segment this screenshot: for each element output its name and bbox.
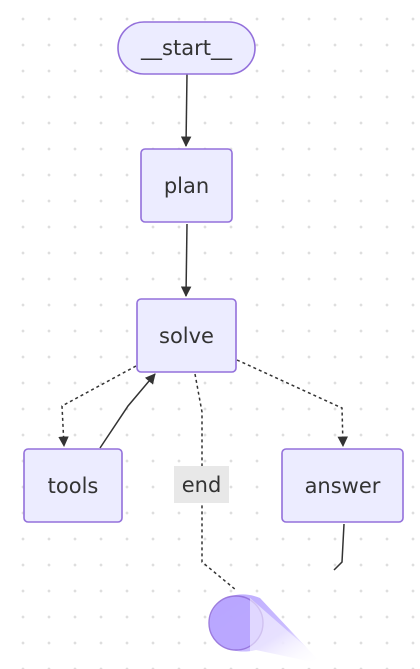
edges [58,73,348,591]
node-plan-label: plan [164,174,209,198]
edge-answer-end [333,523,345,571]
node-solve[interactable]: solve [136,298,237,373]
edge-solve-tools [58,365,137,448]
edge-start-plan [180,73,192,148]
node-solve-label: solve [159,324,214,348]
node-plan[interactable]: plan [140,148,233,223]
node-start[interactable]: __start__ [117,21,256,75]
node-end[interactable] [208,594,330,668]
node-tools[interactable]: tools [23,448,123,523]
node-answer[interactable]: answer [281,448,404,523]
edge-plan-solve [180,223,192,298]
node-start-label: __start__ [140,36,232,61]
node-tools-label: tools [48,474,99,498]
node-answer-label: answer [305,474,381,498]
edge-solve-end [194,373,237,591]
edge-label-end-text: end [182,473,222,497]
edge-solve-answer [236,359,348,448]
edge-label-end: end [174,466,229,503]
edge-tools-solve [99,373,156,449]
